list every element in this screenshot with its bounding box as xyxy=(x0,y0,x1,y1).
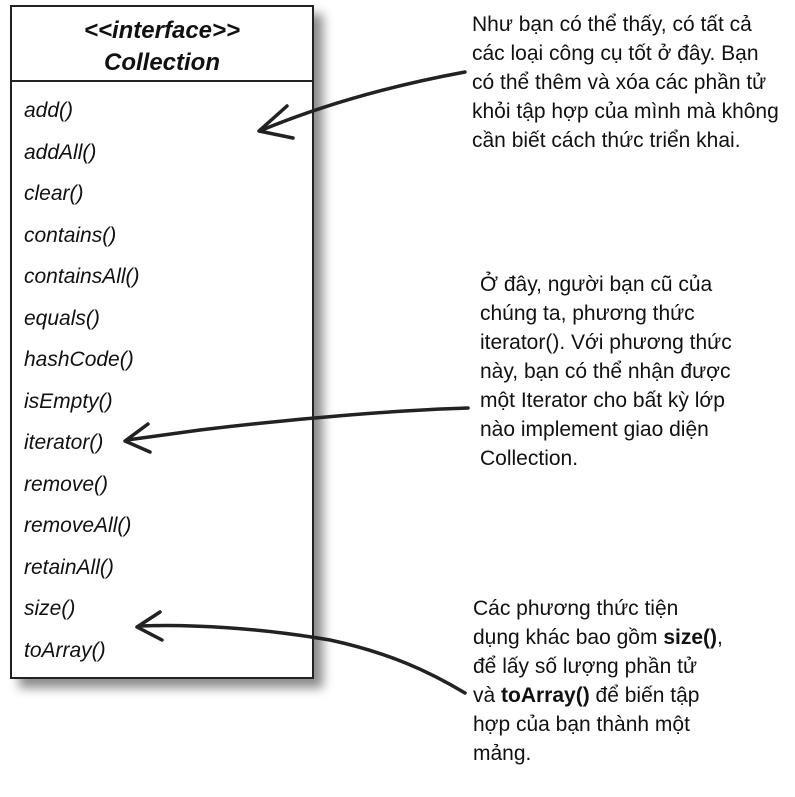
method-item: retainAll() xyxy=(24,555,114,579)
method-item: remove() xyxy=(24,472,109,496)
method-list: add() addAll() clear() contains() contai… xyxy=(12,82,312,671)
arrow-to-size-toarray xyxy=(138,623,467,695)
method-item: removeAll() xyxy=(24,514,132,537)
method-item: clear() xyxy=(24,182,84,205)
method-item: addAll() xyxy=(24,140,97,164)
arrowhead-3 xyxy=(135,610,164,642)
note-3-bold-size: size() xyxy=(663,626,717,649)
method-item: add() xyxy=(24,99,74,122)
method-item: containsAll() xyxy=(24,265,140,288)
arrowhead-1 xyxy=(257,104,295,140)
note-3-part-3: để biến tập hợp của bạn thành một mảng. xyxy=(473,684,700,765)
annotation-iterator: Ở đây, người bạn cũ của chúng ta, phương… xyxy=(480,273,732,470)
annotation-size-toarray: Các phương thức tiện dụng khác bao gồm s… xyxy=(473,594,723,768)
interface-box: <<interface>> Collection add() addAll() … xyxy=(10,5,314,679)
interface-header: <<interface>> Collection xyxy=(12,7,312,82)
interface-name: Collection xyxy=(103,49,220,76)
method-item: iterator() xyxy=(24,431,104,454)
method-item: isEmpty() xyxy=(24,389,113,413)
arrowhead-2 xyxy=(123,422,152,454)
note-3-part-1: Các phương thức tiện dụng khác bao gồm xyxy=(473,597,679,649)
method-item: toArray() xyxy=(24,638,106,662)
method-item: hashCode() xyxy=(24,348,134,371)
arrow-to-add-methods xyxy=(260,70,467,132)
note-3-bold-toarray: toArray() xyxy=(501,684,590,707)
stereotype-label: <<interface>> xyxy=(83,17,241,44)
note-3-part-2: , để lấy số lượng phần tử và xyxy=(473,626,723,707)
method-item: equals() xyxy=(24,306,100,330)
arrow-to-iterator xyxy=(125,406,470,442)
method-item: contains() xyxy=(24,223,117,247)
annotation-add-remove: Như bạn có thể thấy, có tất cả các loại … xyxy=(472,13,779,152)
method-item: size() xyxy=(24,597,76,620)
